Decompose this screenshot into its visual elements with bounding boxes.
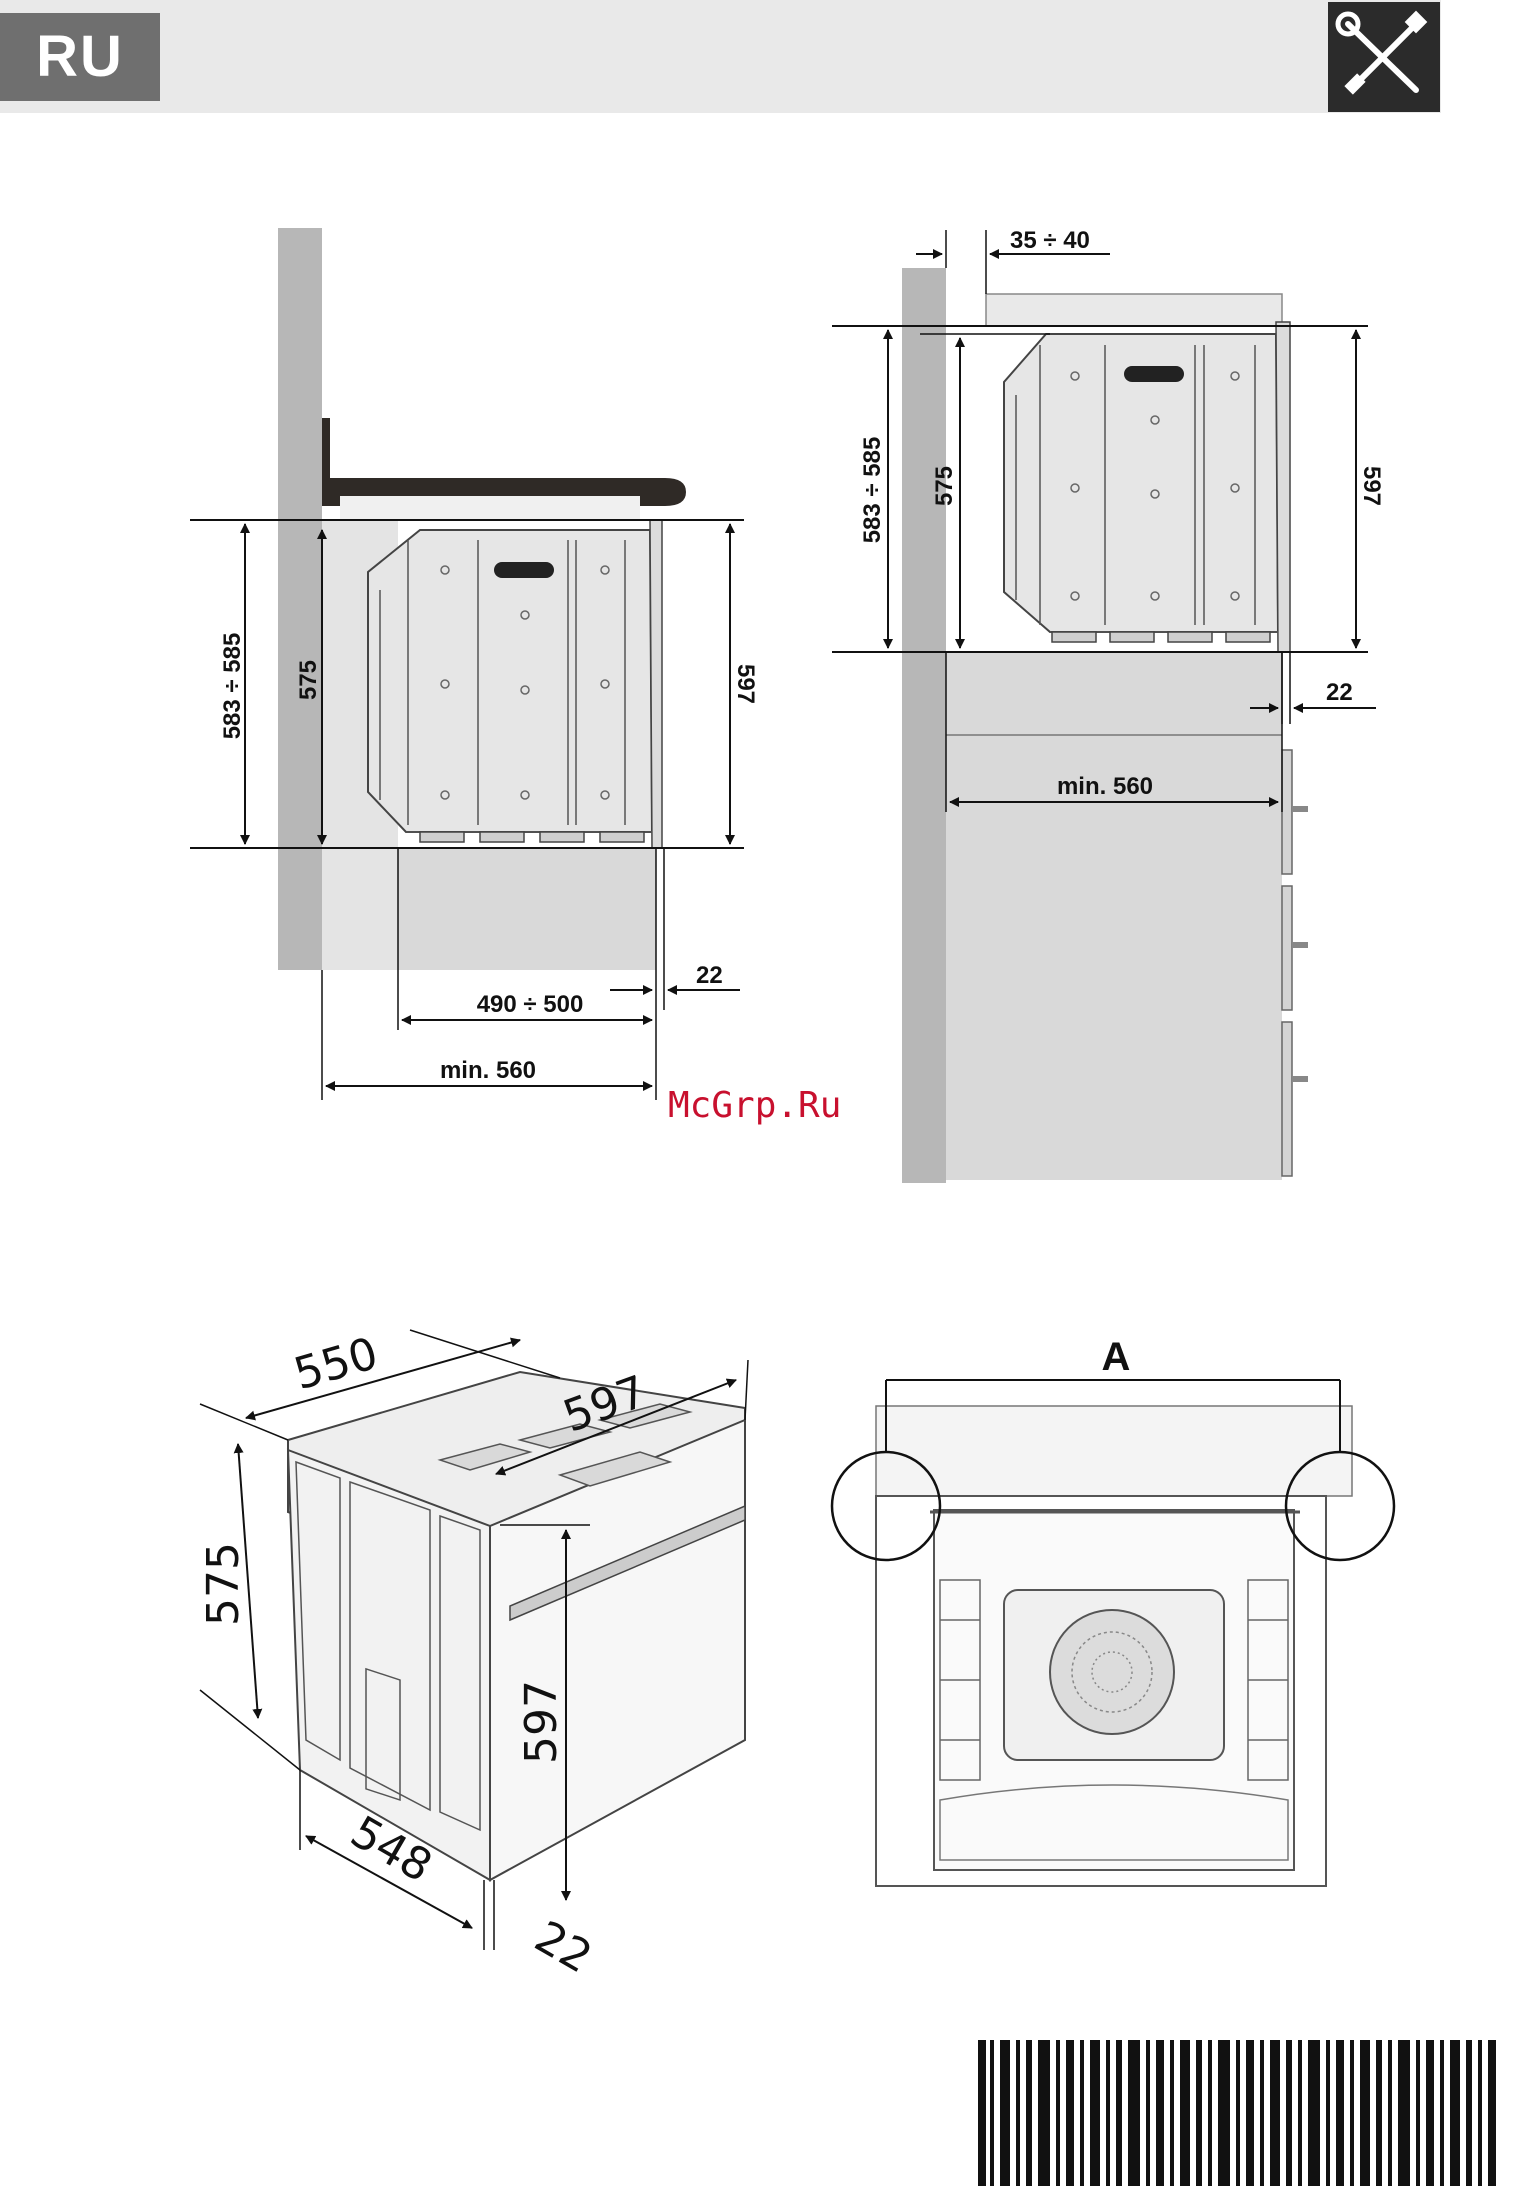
wall: [902, 268, 946, 1183]
countertop-underside: [340, 496, 640, 520]
detail-label-a: A: [1102, 1335, 1131, 1379]
oven-feet: [1052, 632, 1270, 642]
dim-inner-height: 575: [931, 466, 958, 506]
dim-depth-range: 490 ÷ 500: [477, 991, 584, 1018]
dim-front-thickness: 22: [526, 1911, 600, 1983]
oven-vent-slot: [494, 562, 554, 578]
countertop: [322, 418, 686, 506]
under-counter-view: 583 ÷ 585 575 597 22 490 ÷ 500 min. 560: [190, 228, 759, 1100]
dim-depth-top: 550: [289, 1328, 384, 1400]
column-view: 35 ÷ 40 583 ÷ 585 575 597 22 min. 560: [832, 227, 1385, 1183]
front-view: A: [832, 1335, 1394, 1886]
dim-height: 575: [198, 1542, 249, 1626]
shelf: [986, 294, 1282, 326]
dim-front-offset: 22: [1326, 679, 1353, 706]
drawer-handles: [1292, 806, 1308, 1082]
oven-front-panel: [650, 520, 662, 848]
barcode: [978, 2040, 1496, 2186]
drawer-fronts: [1282, 750, 1292, 1176]
cabinet-top-frame: [876, 1406, 1352, 1496]
isometric-view: 550 597 575 597 548 22: [198, 1328, 748, 1984]
dim-height-range: 583 ÷ 585: [859, 437, 886, 544]
cabinet: [946, 652, 1282, 1180]
dim-top-gap: 35 ÷ 40: [1010, 227, 1090, 254]
dim-oven-height: 597: [732, 664, 759, 704]
watermark: McGrp.Ru: [668, 1085, 841, 1126]
dim-min-depth: min. 560: [1057, 773, 1153, 800]
wall: [278, 228, 322, 970]
dim-front-height: 597: [516, 1680, 567, 1764]
fan-cover: [1050, 1610, 1174, 1734]
oven-side-panel: [288, 1450, 490, 1880]
dim-min-depth: min. 560: [440, 1057, 536, 1084]
cabinet: [398, 848, 656, 970]
dim-oven-height: 597: [1358, 466, 1385, 506]
oven-front-panel: [1276, 322, 1290, 652]
dim-inner-height: 575: [295, 660, 322, 700]
dim-height-range: 583 ÷ 585: [219, 633, 246, 740]
oven-feet: [420, 832, 644, 842]
oven-vent-slot: [1124, 366, 1184, 382]
dim-front-offset: 22: [696, 962, 723, 989]
